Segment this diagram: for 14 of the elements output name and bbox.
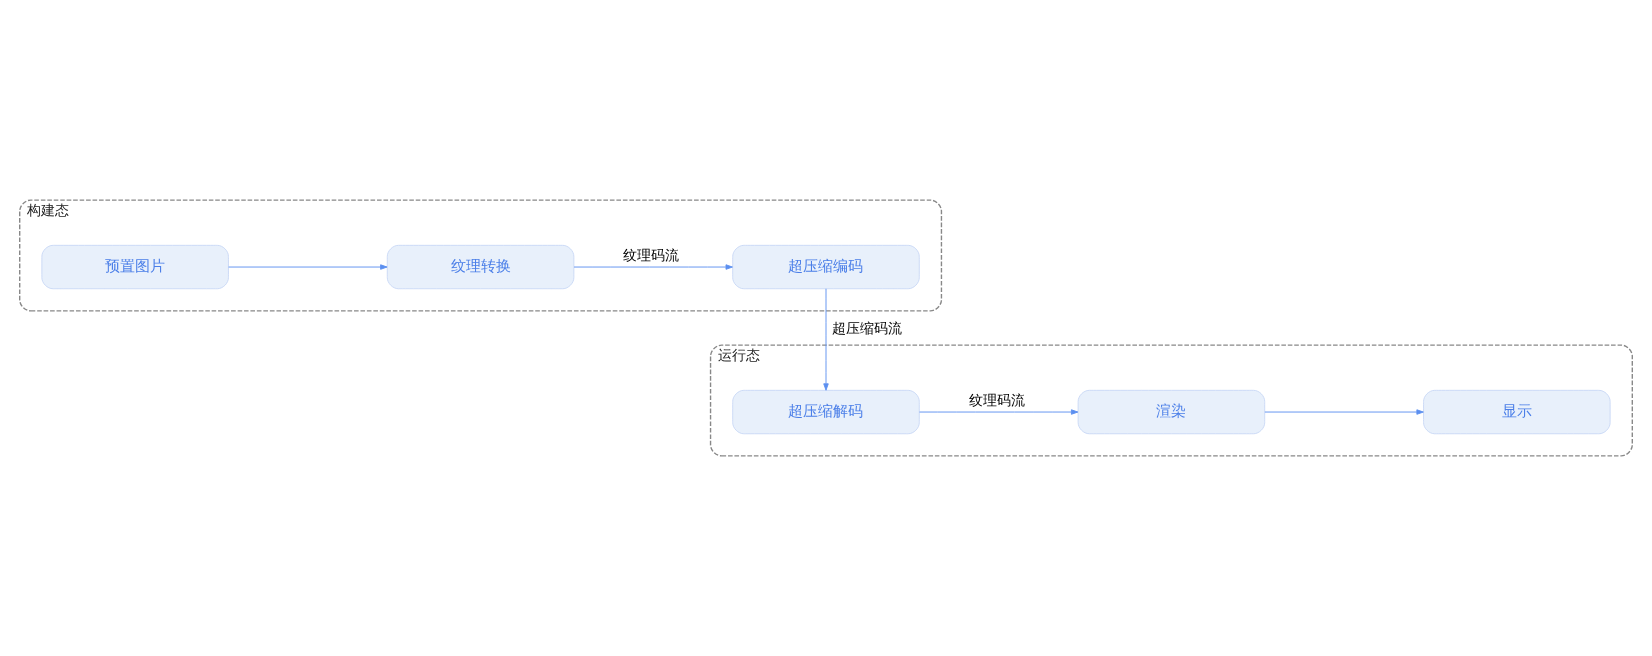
- node-box: 预置图片: [41, 244, 229, 290]
- node-box: 超压缩解码: [732, 389, 920, 435]
- node-box: 超压缩编码: [732, 244, 920, 290]
- edge-label: 纹理码流: [968, 391, 1025, 408]
- arrow: [573, 264, 733, 270]
- edge-label: 纹理码流: [623, 246, 680, 263]
- node-box: 显示: [1423, 389, 1611, 435]
- node-box: 纹理转换: [386, 244, 575, 290]
- node-box: 渲染: [1077, 389, 1266, 435]
- arrow: [919, 409, 1079, 415]
- arrow: [228, 264, 388, 270]
- arrow: [1264, 409, 1424, 415]
- edge-label: 超压缩码流: [832, 320, 903, 337]
- arrow: [823, 288, 829, 391]
